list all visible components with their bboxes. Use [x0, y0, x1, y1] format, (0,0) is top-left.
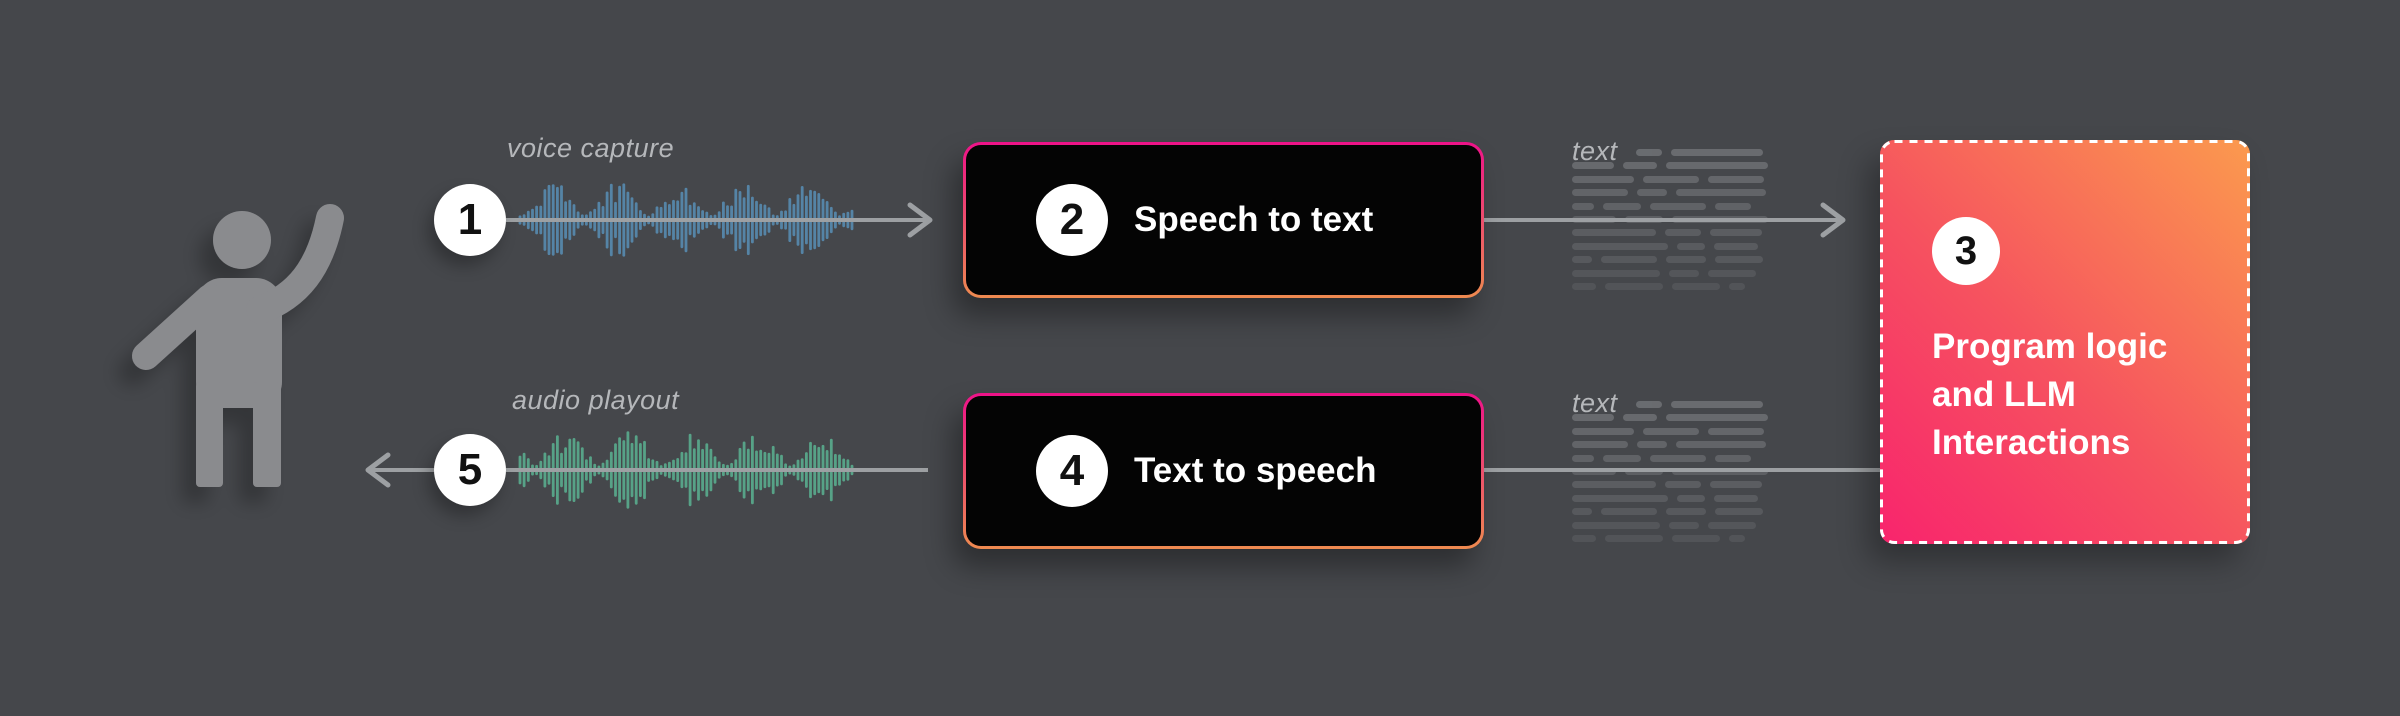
person-head: [213, 211, 271, 269]
program-logic-label-line: Program logic: [1932, 327, 2168, 366]
speech-to-text-label: Speech to text: [1134, 200, 1374, 239]
flow-arrows: [365, 202, 1880, 488]
program-logic-node: 3 Program logic and LLM Interactions: [1880, 140, 2250, 544]
program-logic-label-line: Interactions: [1932, 423, 2131, 462]
step-5-badge: 5: [434, 434, 506, 506]
person-lower-arm: [132, 284, 224, 370]
transcript-lines-graphic: [1572, 138, 1768, 296]
step-2-number: 2: [1059, 195, 1085, 244]
person-left-leg: [196, 382, 223, 487]
transcript-block-bottom-label: text: [1572, 388, 1618, 418]
audio-playout-label: audio playout: [512, 385, 680, 415]
arrowhead-right-icon: [1820, 202, 1846, 238]
program-logic-label-line: and LLM: [1932, 375, 2076, 414]
step-4-number: 4: [1059, 446, 1085, 495]
person-figure: [132, 204, 344, 487]
speech-to-text-node: 2 Speech to text: [963, 142, 1484, 298]
text-to-speech-node-body: 4 Text to speech: [966, 396, 1481, 546]
text-to-speech-label: Text to speech: [1134, 451, 1377, 490]
speech-to-text-node-body: 2 Speech to text: [966, 145, 1481, 295]
step-2-badge: 2: [1036, 184, 1108, 256]
step-3-number: 3: [1954, 228, 1978, 273]
step-3-badge: 3: [1932, 217, 2000, 285]
person-raised-arm: [246, 204, 344, 324]
program-logic-label: Program logic and LLM Interactions: [1932, 323, 2222, 467]
arrowhead-left-icon: [365, 452, 391, 488]
step-1-badge: 1: [434, 184, 506, 256]
transcript-block-top-label: text: [1572, 136, 1618, 166]
arrowhead-right-icon: [907, 202, 933, 238]
step-5-number: 5: [457, 445, 483, 494]
step-1-number: 1: [457, 195, 483, 244]
voice-capture-label: voice capture: [507, 133, 675, 163]
text-to-speech-node: 4 Text to speech: [963, 393, 1484, 549]
person-right-leg: [253, 382, 281, 487]
transcript-block-top: text: [1572, 136, 1768, 296]
step-4-badge: 4: [1036, 435, 1108, 507]
